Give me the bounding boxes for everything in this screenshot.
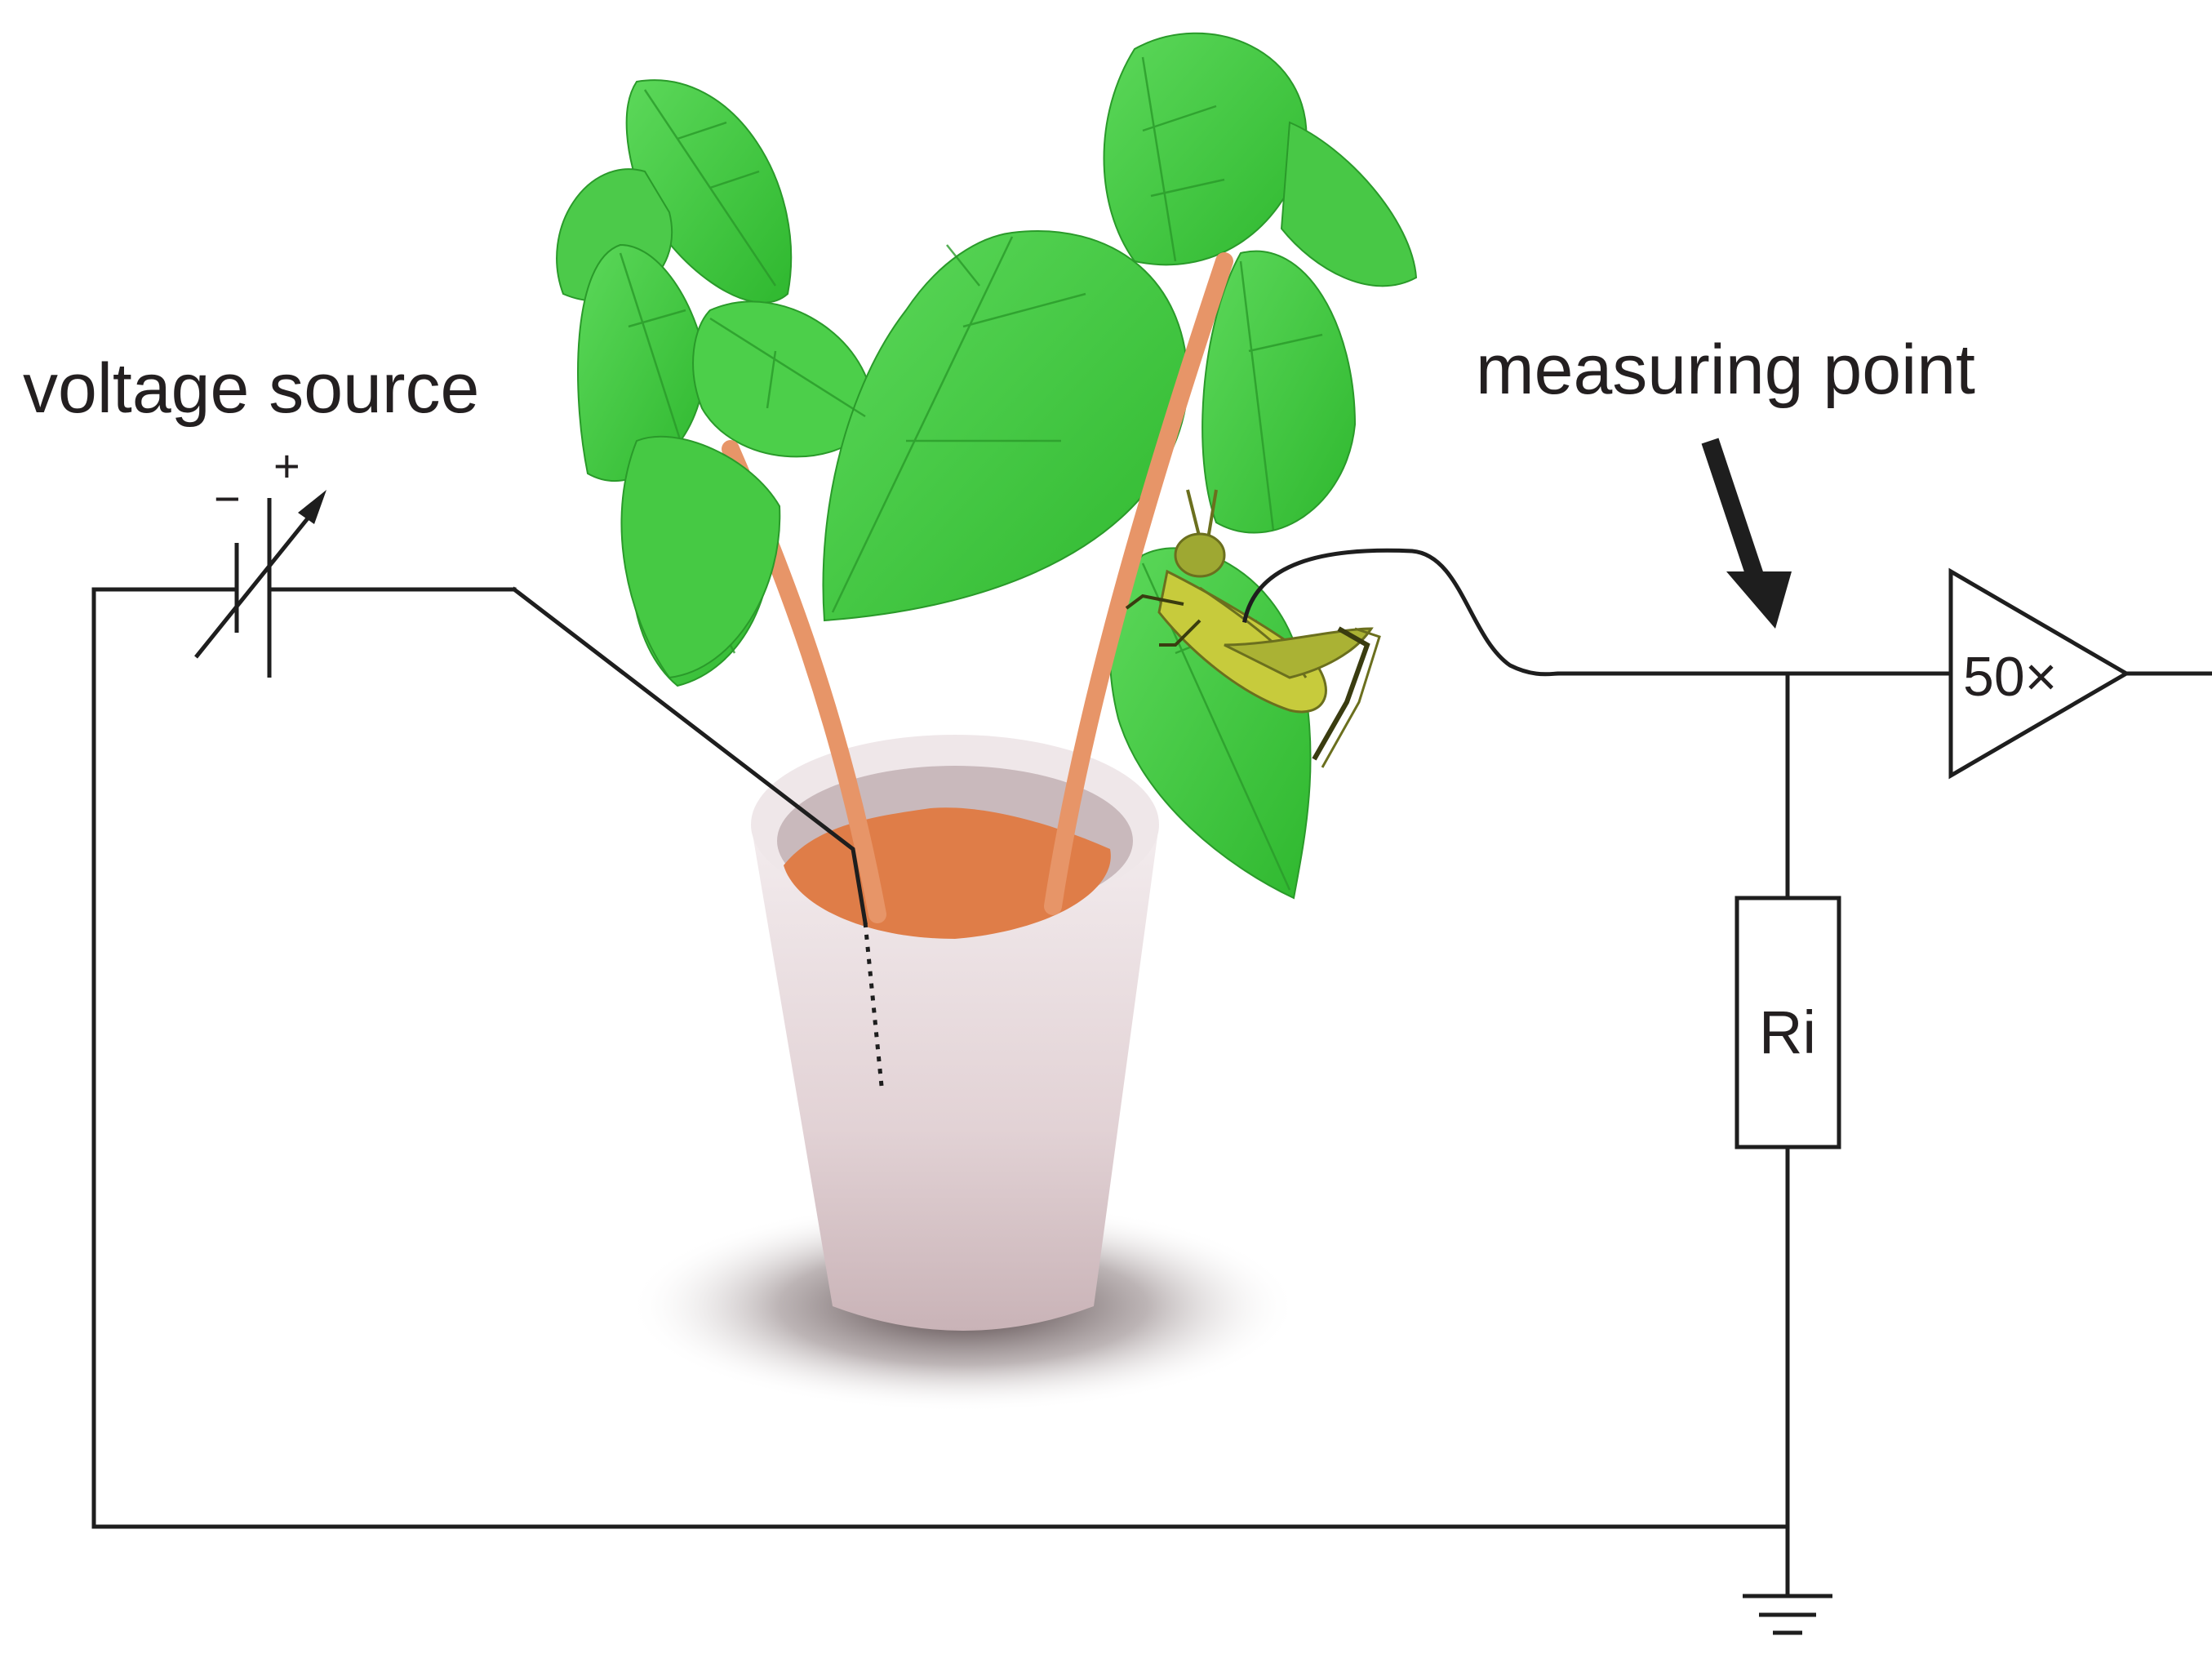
- voltage-source-label: voltage source: [23, 349, 479, 428]
- resistor-label: Ri: [1759, 998, 1816, 1066]
- front-leaf: [620, 435, 781, 679]
- arrow-down-icon: [1701, 438, 1792, 629]
- variable-battery-icon: [194, 490, 326, 678]
- minus-sign: −: [214, 473, 241, 524]
- amplifier-triangle-icon: [1948, 567, 2130, 780]
- measuring-point-label: measuring point: [1476, 331, 1975, 409]
- circuit-wires: [91, 548, 2212, 1598]
- resistor-icon: [1735, 896, 1841, 1149]
- ground-icon: [1743, 1594, 1832, 1635]
- plus-sign: +: [273, 440, 300, 491]
- amplifier-gain-label: 50×: [1963, 646, 2057, 708]
- grasshopper-icon: [1125, 489, 1381, 768]
